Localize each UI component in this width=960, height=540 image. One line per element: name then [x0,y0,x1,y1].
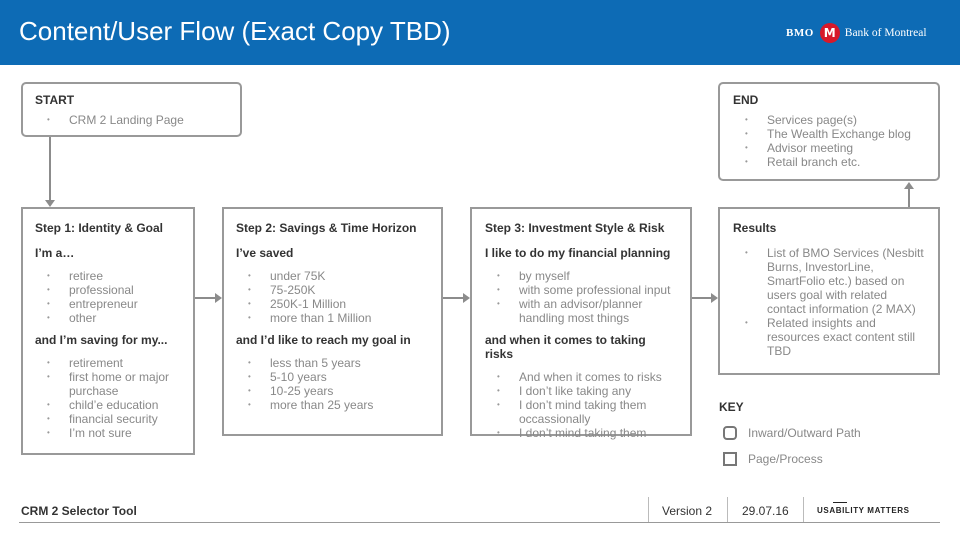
list-item: by myself [485,269,677,283]
page-title: Content/User Flow (Exact Copy TBD) [19,16,451,46]
bmo-logo: BMO M Bank of Montreal [786,22,927,44]
results-box: Results List of BMO Services (Nesbitt Bu… [718,207,940,375]
step1-question-2: and I’m saving for my... [35,333,168,347]
list-item: 10-25 years [236,384,429,398]
list-item: child’e education [35,398,181,412]
list-item: retirement [35,356,181,370]
footer-rule [19,522,940,523]
list-item: under 75K [236,269,429,283]
step1-title: Step 1: Identity & Goal [35,221,164,235]
arrow-up-icon [904,182,914,189]
key-item-path: Inward/Outward Path [723,426,861,440]
footer-tool-name: CRM 2 Selector Tool [21,504,137,518]
list-item: financial security [35,412,181,426]
step3-question-2: and when it comes to taking risks [485,333,646,361]
start-box: START CRM 2 Landing Page [21,82,242,137]
footer-divider [803,497,804,523]
list-item: Related insights and resources exact con… [733,316,925,358]
list-item: 75-250K [236,283,429,297]
step3-question-1: I like to do my financial planning [485,246,671,260]
list-item: with some professional input [485,283,677,297]
step2-title: Step 2: Savings & Time Horizon [236,221,417,235]
list-item: CRM 2 Landing Page [35,113,228,127]
footer-brand: USABILITY MATTERS [817,506,910,515]
step2-question-1: I’ve saved [236,246,294,260]
list-item: less than 5 years [236,356,429,370]
bmo-roundel-icon: M [819,23,840,43]
key-item-page: Page/Process [723,452,823,466]
arrow-right-icon [215,293,222,303]
brand-mark-icon [833,502,847,503]
list-item: entrepreneur [35,297,181,311]
list-item: other [35,311,181,325]
end-title: END [733,93,759,107]
step1-box: Step 1: Identity & Goal I’m a… retiree p… [21,207,195,455]
list-item: professional [35,283,181,297]
key-title: KEY [719,400,744,414]
step1-question-1: I’m a… [35,246,75,260]
header-bar: Content/User Flow (Exact Copy TBD) BMO M… [0,0,960,65]
list-item: more than 1 Million [236,311,429,325]
arrow-right-icon [463,293,470,303]
list-item: I’m not sure [35,426,181,440]
arrow-right-icon [711,293,718,303]
footer-divider [727,497,728,523]
key-label: Inward/Outward Path [748,426,861,440]
list-item: first home or major purchase [35,370,181,398]
brand-name: Bank of Montreal [844,27,927,39]
list-item: more than 25 years [236,398,429,412]
arrow-down-icon [45,200,55,207]
footer-date: 29.07.16 [742,504,789,518]
list-item: Advisor meeting [733,141,925,155]
end-box: END Services page(s) The Wealth Exchange… [718,82,940,181]
list-item: I don’t like taking any [485,384,677,398]
list-item: 250K-1 Million [236,297,429,311]
connector-step3-results [692,297,712,299]
list-item: The Wealth Exchange blog [733,127,925,141]
step3-box: Step 3: Investment Style & Risk I like t… [470,207,692,440]
connector-results-end [908,188,910,207]
key-label: Page/Process [748,452,823,466]
square-box-icon [723,452,737,466]
rounded-box-icon [723,426,737,440]
list-item: Retail branch etc. [733,155,925,169]
footer-divider [648,497,649,523]
step2-box: Step 2: Savings & Time Horizon I’ve save… [222,207,443,436]
step2-question-2: and I’d like to reach my goal in [236,333,411,347]
connector-step2-step3 [443,297,464,299]
step3-title: Step 3: Investment Style & Risk [485,221,665,235]
list-item: And when it comes to risks [485,370,677,384]
list-item: List of BMO Services (Nesbitt Burns, Inv… [733,246,925,316]
results-title: Results [733,221,777,235]
list-item: with an advisor/planner handling most th… [485,297,677,325]
list-item: retiree [35,269,181,283]
start-title: START [35,93,75,107]
footer-version: Version 2 [662,504,713,518]
brand-short: BMO [786,27,814,39]
connector-step1-step2 [195,297,216,299]
list-item: I don’t mind taking them occassionally [485,398,677,426]
list-item: Services page(s) [733,113,925,127]
list-item: 5-10 years [236,370,429,384]
connector-start-step1 [49,137,51,201]
list-item: I don’t mind taking them [485,426,677,440]
